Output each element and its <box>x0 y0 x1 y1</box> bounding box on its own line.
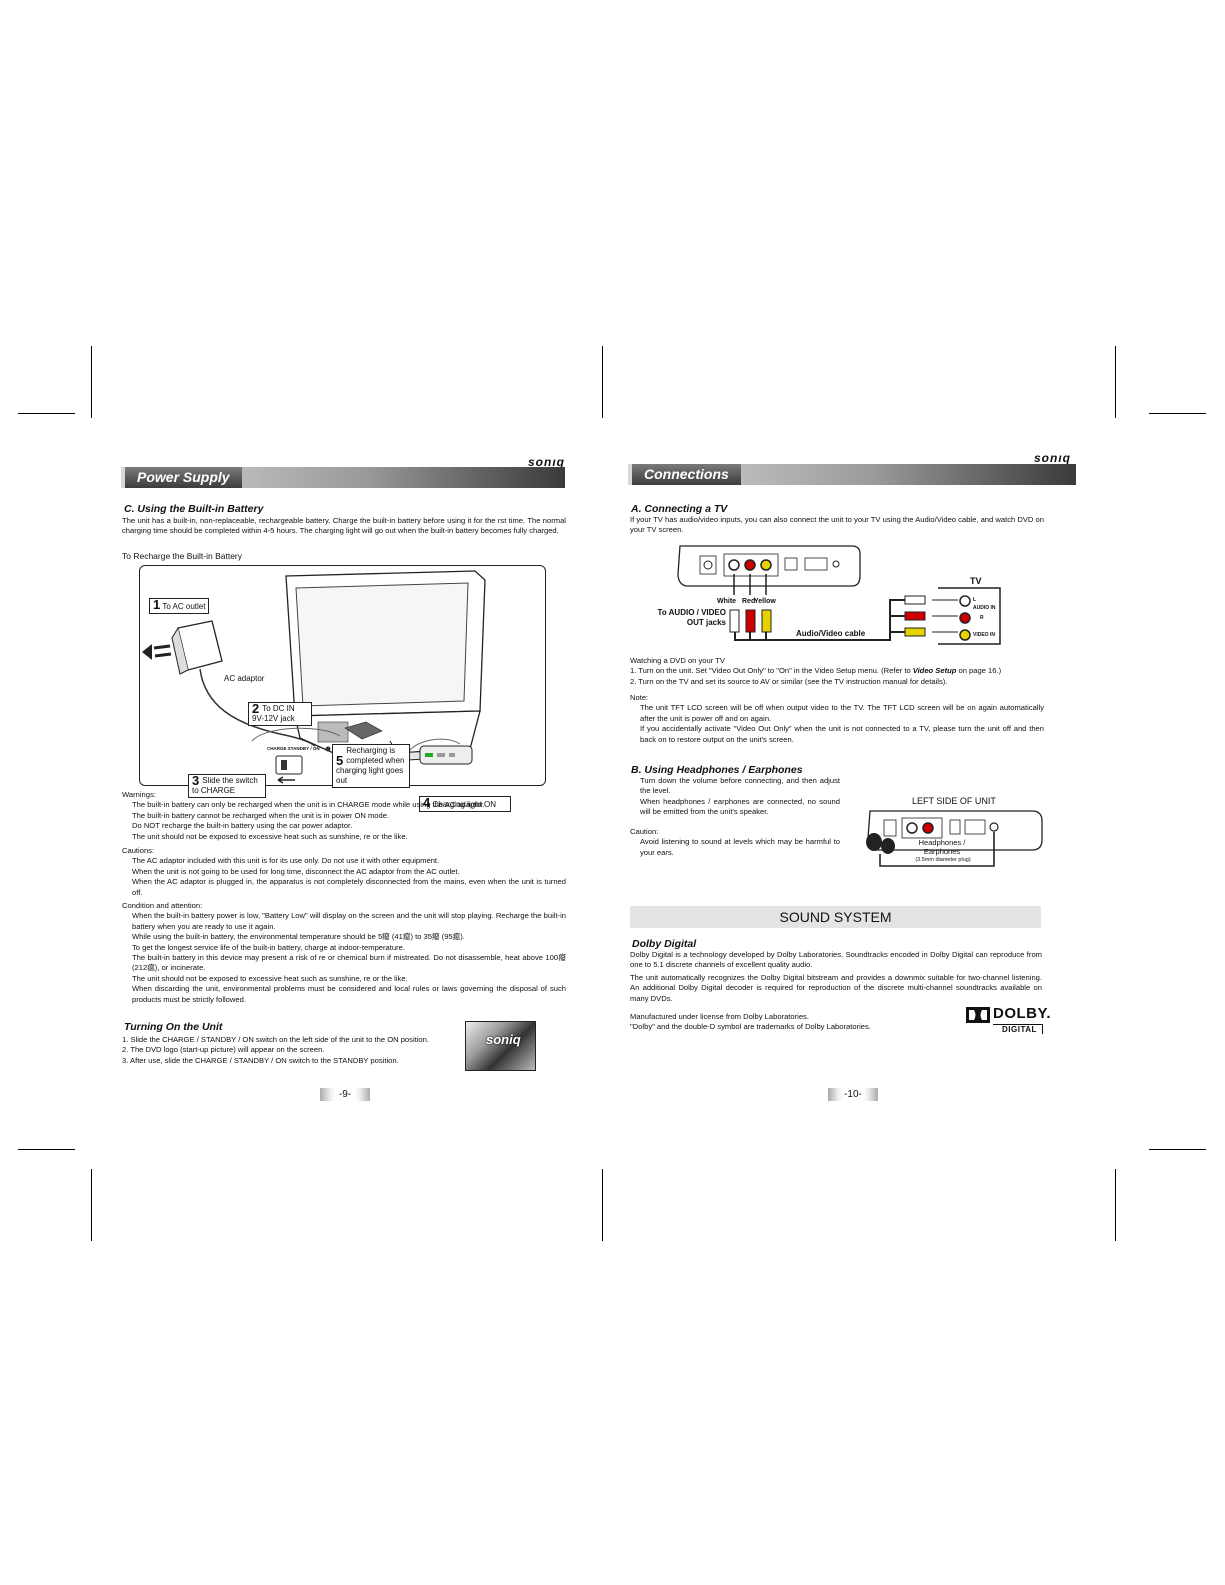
section-title: Connections <box>632 464 741 485</box>
crop-mark <box>602 346 603 418</box>
startup-logo-text: soniq <box>486 1032 521 1047</box>
note-block: Note: The unit TFT LCD screen will be of… <box>630 693 1044 744</box>
red-label: Red <box>742 598 756 605</box>
sound-system-bar: SOUND SYSTEM <box>630 906 1041 928</box>
av-jacks-label: To AUDIO / VIDEO OUT jacks <box>657 608 726 627</box>
section-header-bar: Connections <box>628 464 1076 485</box>
white-label: White <box>717 598 737 605</box>
section-header-bar: Power Supply <box>121 467 565 488</box>
brand-logo: sonıq <box>1034 451 1071 465</box>
r-label: R <box>980 615 984 621</box>
heading-turning-on: Turning On the Unit <box>124 1021 223 1033</box>
page-number-left: -9- <box>320 1088 370 1101</box>
crop-mark <box>18 413 75 414</box>
turning-steps: 1. Slide the CHARGE / STANDBY / ON switc… <box>122 1035 429 1065</box>
tv-connection-diagram: White Red Yellow To AUDIO / VIDEO OUT ja… <box>620 540 1010 645</box>
dolby-logo: DOLBY. DIGITAL <box>966 1005 1051 1036</box>
dolby-rule <box>993 1024 1043 1025</box>
step4-callout: 4 Charging light ON <box>419 796 511 812</box>
section-title: Power Supply <box>125 467 242 488</box>
video-in-label: VIDEO IN <box>973 632 995 638</box>
crop-mark <box>1149 1149 1206 1150</box>
left-side-label: LEFT SIDE OF UNIT <box>912 796 996 806</box>
double-d-icon <box>966 1007 990 1023</box>
condition-block: Condition and attention: When the built-… <box>122 901 566 1004</box>
dolby-word: DOLBY. <box>993 1005 1052 1022</box>
recharge-label: To Recharge the Built-in Battery <box>122 551 243 561</box>
audio-in-label: AUDIO IN <box>973 605 996 611</box>
crop-mark <box>1149 413 1206 414</box>
battery-intro: The unit has a built-in, non-replaceable… <box>122 516 566 536</box>
license-text: Manufactured under license from Dolby La… <box>630 1012 871 1032</box>
switch-labels: CHARGE STANDBY / ON <box>267 746 320 751</box>
cautions-block: Cautions: The AC adaptor included with t… <box>122 846 566 897</box>
watching-title: Watching a DVD on your TV <box>630 656 725 665</box>
tv-label: TV <box>970 576 982 586</box>
cautions-title: Cautions: <box>122 846 155 855</box>
crop-mark <box>18 1149 75 1150</box>
note-title: Note: <box>630 693 649 702</box>
headphone-diagram: LEFT SIDE OF UNIT Headphones / Earphones… <box>860 796 1046 872</box>
heading-dolby-digital: Dolby Digital <box>632 938 697 950</box>
crop-mark <box>1115 346 1116 418</box>
watching-block: Watching a DVD on your TV 1. Turn on the… <box>630 656 1044 687</box>
brand-logo: sonıq <box>528 455 565 469</box>
page-number-right: -10- <box>828 1088 878 1101</box>
crop-mark <box>91 1169 92 1241</box>
plug-label: (3.5mm diameter plug) <box>915 857 971 863</box>
headphones-label: Headphones / Earphones <box>918 838 966 856</box>
headphone-illustration <box>866 810 1043 867</box>
l-label: L <box>973 597 977 603</box>
startup-logo-image: soniq <box>465 1021 536 1071</box>
av-cable-illustration <box>677 545 1001 645</box>
connecting-intro: If your TV has audio/video inputs, you c… <box>630 515 1044 535</box>
caution-title: Caution: <box>630 827 659 836</box>
crop-mark <box>602 1169 603 1241</box>
av-cable-label: Audio/Video cable <box>796 629 866 638</box>
headphones-text: Turn down the volume before connecting, … <box>640 776 840 817</box>
heading-built-in-battery: C. Using the Built-in Battery <box>124 503 264 515</box>
heading-headphones: B. Using Headphones / Earphones <box>631 764 803 776</box>
caution-block: Caution: Avoid listening to sound at lev… <box>630 827 840 857</box>
step1-callout: 1 To AC outlet <box>149 598 210 614</box>
crop-mark <box>1115 1169 1116 1241</box>
heading-connecting-tv: A. Connecting a TV <box>631 503 728 515</box>
adaptor-label: AC adaptor <box>224 674 265 683</box>
yellow-label: Yellow <box>754 598 776 605</box>
laptop-illustration <box>142 570 486 784</box>
dolby-digital-word: DIGITAL <box>1002 1025 1037 1034</box>
dolby-text: Dolby Digital is a technology developed … <box>630 950 1042 1003</box>
warnings-title: Warnings: <box>122 790 156 799</box>
crop-mark <box>91 346 92 418</box>
warnings-block: Warnings: The built-in battery can only … <box>122 790 566 842</box>
condition-title: Condition and attention: <box>122 901 203 910</box>
dolby-rule-end <box>1042 1024 1043 1034</box>
